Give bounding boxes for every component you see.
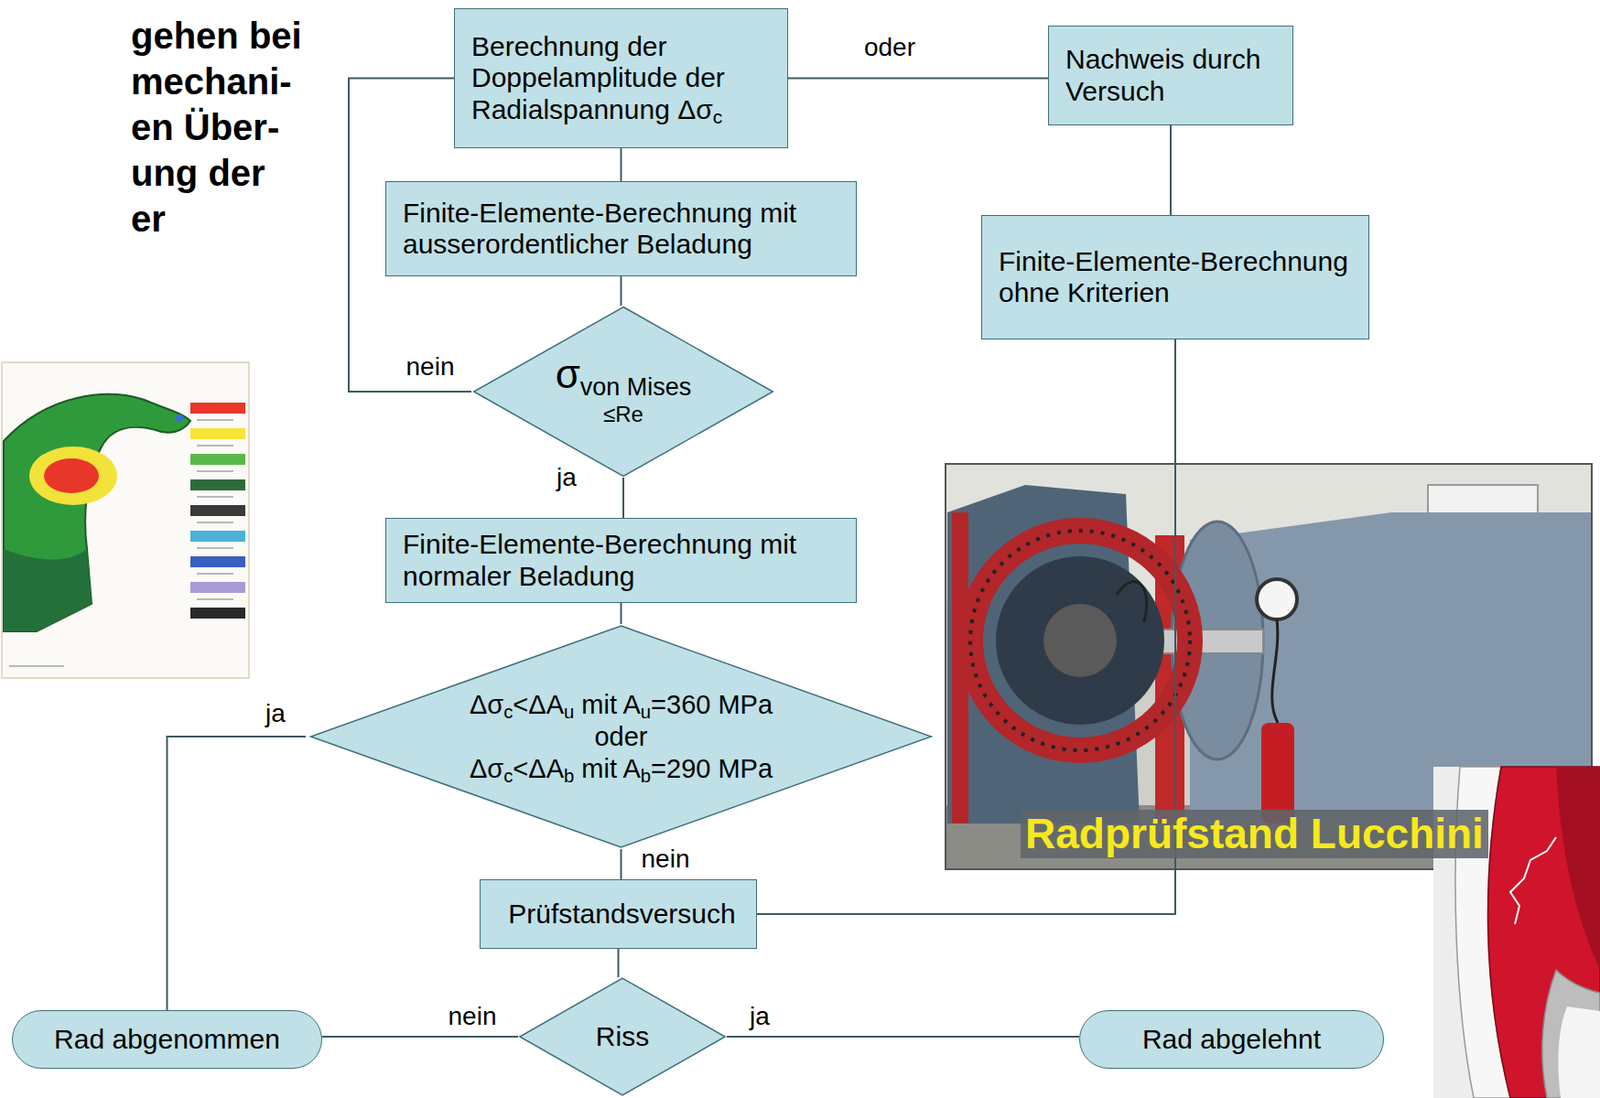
diamond-text: σvon Mises≤Re — [555, 354, 692, 429]
subscript: b — [640, 765, 651, 786]
test-rig-photo-part — [970, 530, 1190, 751]
node-text: ≤Re — [555, 402, 692, 430]
fem-result-image-part — [190, 556, 246, 568]
test-rig-photo-part — [970, 530, 1190, 751]
fem-result-image-part — [190, 530, 246, 542]
fem-result-image-part — [175, 414, 184, 422]
fem-result-image-part — [190, 607, 246, 619]
process-box: Finite-Elemente-Berechnung mit normaler … — [385, 518, 857, 604]
fem-result-image-part-part — [196, 470, 234, 473]
process-box: Nachweis durch Versuch — [1048, 25, 1294, 126]
subscript: c — [503, 702, 513, 723]
fem-result-image-part-part — [196, 419, 234, 422]
process-box: Finite-Elemente-Berechnung ohne Kriterie… — [981, 215, 1370, 340]
decision-diamond: Riss — [518, 977, 727, 1097]
fem-result-image-part-part — [196, 496, 234, 498]
terminal-box: Rad abgelehnt — [1079, 1010, 1384, 1070]
edge-label: nein — [638, 844, 693, 875]
diamond-shape — [311, 626, 932, 848]
edge-label: oder — [861, 32, 919, 63]
fem-result-image-part — [190, 454, 246, 465]
connector — [620, 276, 623, 306]
node-text: Rad abgelehnt — [1142, 1024, 1321, 1057]
test-rig-photo-part — [1043, 604, 1117, 678]
slide-title: gehen bei mechani- en Über- ung der er — [130, 12, 306, 242]
edge-label: nein — [403, 352, 458, 382]
fem-result-image-part — [190, 479, 246, 491]
connector — [788, 77, 1049, 80]
fem-result-image-part-part — [196, 521, 234, 524]
fem-result-image-part — [190, 505, 246, 517]
fem-result-image — [1, 362, 249, 679]
diamond-text: Δσc<ΔAu mit Au=360 MPaoderΔσc<ΔAb mit Ab… — [469, 689, 773, 785]
wheel-crack-image-part — [1556, 767, 1600, 971]
edge-label: ja — [746, 1002, 773, 1032]
fem-result-image-part — [3, 549, 92, 632]
diamond-shape — [519, 978, 725, 1096]
fem-result-image-part — [190, 402, 246, 414]
fem-result-image-part-part — [196, 572, 234, 575]
test-rig-photo-part — [1256, 579, 1298, 620]
fem-result-image-part — [43, 458, 99, 494]
connector — [322, 1036, 519, 1038]
subscript: u — [640, 702, 651, 723]
fem-result-image-part-part — [9, 665, 65, 668]
node-text: Riss — [595, 1020, 649, 1054]
edge-label: nein — [445, 1002, 500, 1032]
node-text: Prüfstandsversuch — [508, 898, 736, 931]
wheel-crack-image-part — [1557, 1006, 1600, 1098]
decision-diamond: Δσc<ΔAu mit Au=360 MPaoderΔσc<ΔAb mit Ab… — [305, 624, 937, 850]
wheel-crack-image-part — [1488, 767, 1600, 1098]
fem-result-image-part — [190, 428, 246, 440]
process-box: Prüfstandsversuch — [479, 879, 757, 950]
diamond-shape — [474, 307, 774, 477]
decision-diamond: σvon Mises≤Re — [471, 305, 776, 478]
test-rig-photo-part — [1261, 723, 1295, 824]
stress-index: von Mises — [580, 373, 692, 401]
process-box: Berechnung der Doppelamplitude der Radia… — [454, 8, 789, 149]
connector — [726, 1036, 1080, 1038]
node-text: Finite-Elemente-Berechnung mit normaler … — [402, 529, 847, 593]
fem-result-image-part — [190, 582, 246, 594]
connector — [620, 148, 623, 182]
terminal-box: Rad abgenommen — [11, 1010, 323, 1070]
edge-label: ja — [553, 463, 580, 493]
fem-result-image-part — [9, 420, 234, 667]
subscript: b — [563, 765, 574, 786]
fem-result-image-part-part — [196, 444, 234, 447]
wheel-crack-image-part — [1542, 970, 1600, 1098]
stress-symbol: σ — [555, 351, 581, 397]
node-text: Nachweis durch Versuch — [1065, 43, 1284, 108]
node-text: Δσc<ΔAu mit Au=360 MPa — [469, 689, 773, 722]
photo-caption: Radprüfstand Lucchini — [1020, 810, 1489, 859]
edge-label: ja — [262, 699, 289, 729]
fem-result-image-part — [3, 394, 191, 632]
fem-result-image-part — [1, 362, 249, 679]
node-text: Finite-Elemente-Berechnung ohne Kriterie… — [998, 246, 1360, 310]
fem-result-image-part-part — [196, 598, 234, 601]
connector — [620, 603, 623, 625]
connector — [617, 949, 620, 978]
diamond-text: Riss — [595, 1020, 649, 1054]
node-text: σvon Mises — [555, 354, 692, 402]
fem-result-image-part — [29, 446, 118, 506]
subscript: c — [503, 765, 513, 786]
connector — [622, 477, 625, 519]
node-text: Rad abgenommen — [54, 1024, 281, 1057]
node-text: Berechnung der Doppelamplitude der Radia… — [471, 31, 779, 127]
node-text: oder — [469, 721, 773, 754]
node-text: Finite-Elemente-Berechnung mit ausserord… — [402, 197, 847, 261]
wheel-crack-image-part — [1510, 837, 1557, 925]
subscript: c — [713, 106, 724, 128]
connector — [167, 736, 307, 1011]
fem-result-image-part-part — [196, 547, 234, 550]
connector — [1169, 125, 1172, 216]
process-box: Finite-Elemente-Berechnung mit ausserord… — [385, 181, 857, 277]
node-text: Δσc<ΔAb mit Ab=290 MPa — [469, 752, 773, 785]
subscript: u — [563, 702, 574, 723]
connector — [620, 849, 623, 880]
test-rig-photo-part — [1116, 582, 1278, 724]
